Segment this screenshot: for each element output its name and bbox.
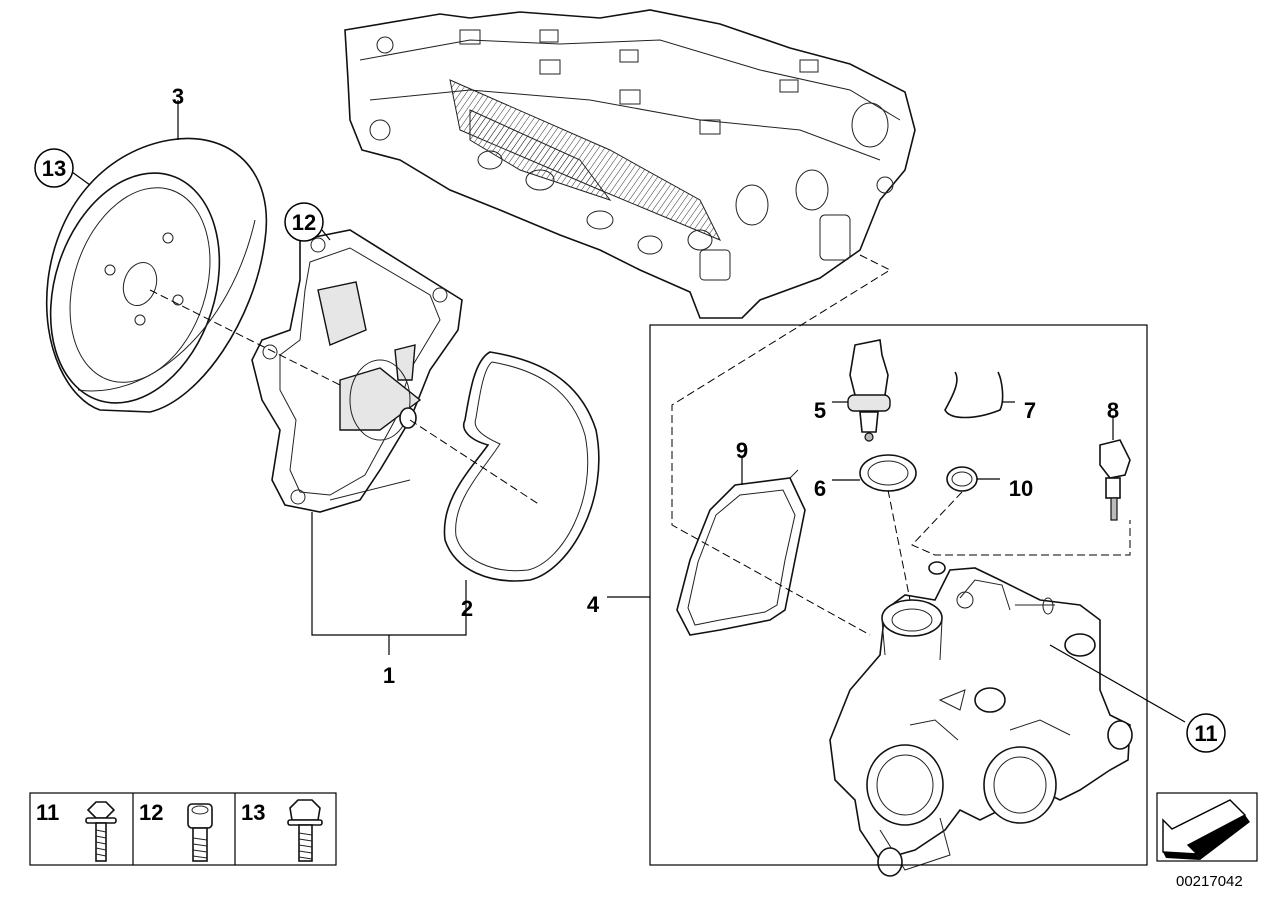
callout-label-2: 2 [461,596,473,621]
callout-2: 2 [461,596,473,621]
callout-label-5: 5 [814,398,826,423]
callout-8: 8 [1107,398,1119,423]
callout-label-1: 1 [383,663,395,688]
socket-head-bolt-icon [187,803,213,862]
callout-label-12: 12 [292,210,316,235]
temperature-sender-illustration [1099,439,1131,521]
callout-label-10: 10 [1009,476,1033,501]
hex-flange-bolt-icon [85,801,117,862]
housing-gasket-illustration [676,469,806,636]
legend-label-12: 12 [139,800,163,825]
pulley-illustration [46,137,268,413]
alignment-lines [149,254,1131,636]
temperature-sensor-illustration [847,339,891,442]
callout-circle-12 [284,202,324,242]
callout-1: 1 [383,663,395,688]
callout-label-6: 6 [814,476,826,501]
callout-label-13: 13 [42,156,66,181]
water-pump-illustration [251,229,463,513]
callout-label-9: 9 [736,438,748,463]
callout-11: 11 [1186,713,1226,753]
legend-label-11: 11 [36,800,59,825]
callout-label-11: 11 [1194,721,1217,746]
callout-6: 6 [814,476,826,501]
legend-label-13: 13 [241,800,265,825]
callout-4: 4 [587,592,600,617]
callout-circle-11 [1186,713,1226,753]
callout-circle-13 [34,148,74,188]
callout-10: 10 [1009,476,1033,501]
callout-12: 12 [284,202,324,242]
callout-5: 5 [814,398,826,423]
callout-label-8: 8 [1107,398,1119,423]
callout-label-4: 4 [587,592,600,617]
callout-label-7: 7 [1024,398,1036,423]
forward-arrow-icon [1156,792,1258,862]
reference-number: 00217042 [1176,873,1243,890]
cylinder-head-illustration [344,9,916,319]
callout-label-3: 3 [172,84,184,109]
callout-3: 3 [172,84,184,109]
thermostat-housing-illustration [829,561,1133,877]
hex-bolt-icon [287,799,323,862]
callout-9: 9 [736,438,748,463]
pump-gasket-illustration [443,351,600,582]
retaining-clip-illustration [944,371,1004,419]
callout-13: 13 [34,148,74,188]
hardware-legend: 11 12 13 [29,792,337,866]
leader-lines [71,100,1186,866]
callout-7: 7 [1024,398,1036,423]
